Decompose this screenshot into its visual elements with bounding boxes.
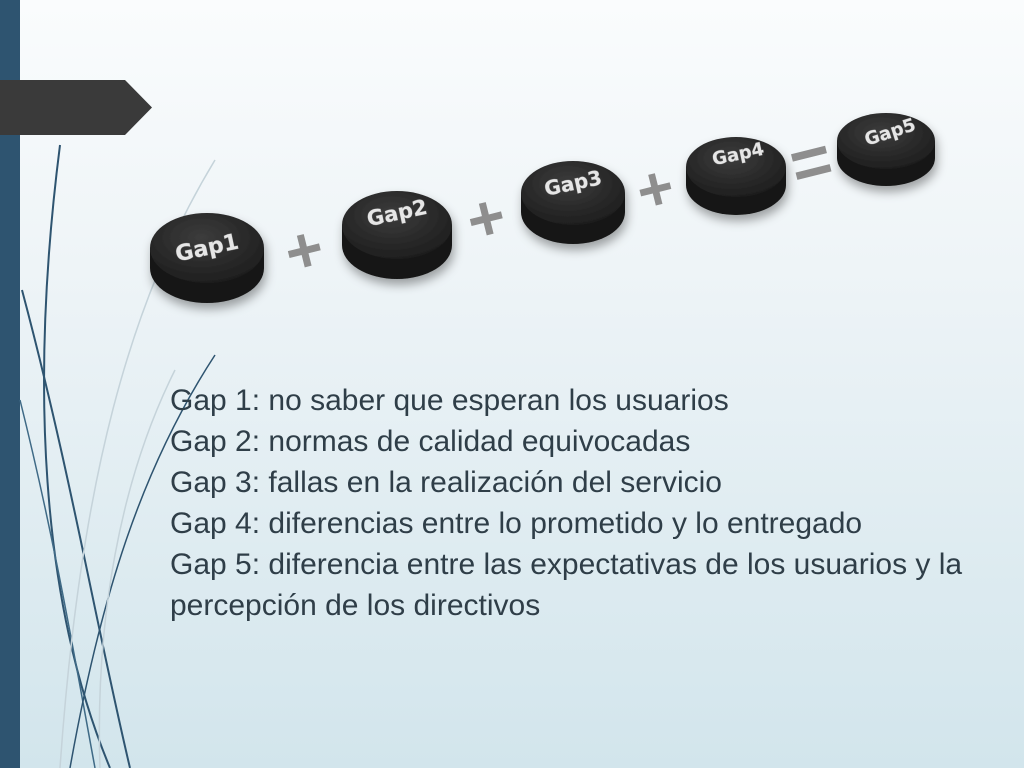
gap1-button bbox=[150, 213, 264, 303]
plus-operator-2: + bbox=[459, 179, 513, 258]
gap3-button bbox=[521, 161, 625, 244]
gap-definition-3: Gap 3: fallas en la realización del serv… bbox=[170, 466, 722, 499]
gap-definition-1: Gap 1: no saber que esperan los usuarios bbox=[170, 384, 729, 417]
gap-definitions-list: Gap 1: no saber que esperan los usuarios… bbox=[170, 380, 1000, 626]
gap4-button bbox=[686, 137, 786, 215]
gap2-button bbox=[342, 191, 452, 279]
gap-definition-4: Gap 4: diferencias entre lo prometido y … bbox=[170, 507, 863, 540]
left-accent-bar bbox=[0, 0, 20, 768]
equals-operator: = bbox=[782, 119, 841, 205]
plus-operator-3: + bbox=[629, 152, 681, 228]
gap5-button bbox=[837, 113, 935, 186]
gap-definition-2: Gap 2: normas de calidad equivocadas bbox=[170, 425, 691, 458]
plus-operator-1: + bbox=[277, 211, 331, 290]
title-tab bbox=[0, 80, 152, 135]
gap-equation-diagram: Gap1 + Gap2 + Gap3 + Gap4 = Gap5 bbox=[150, 113, 935, 303]
gap-definition-5: Gap 5: diferencia entre las expectativas… bbox=[170, 548, 963, 622]
